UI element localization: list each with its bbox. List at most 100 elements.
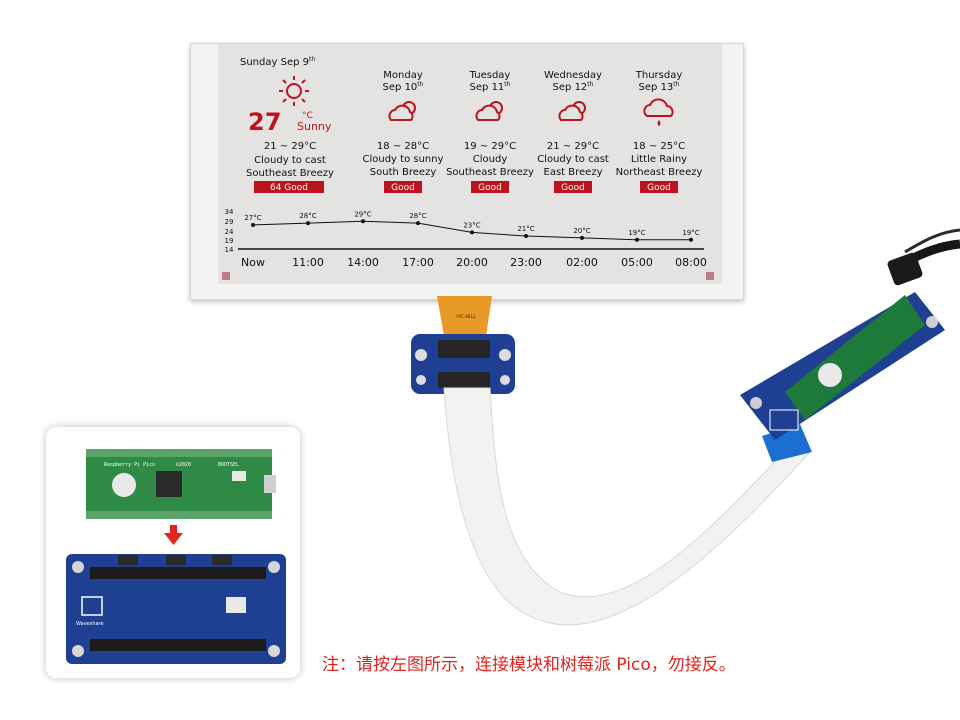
usb-cable [904,228,960,254]
temperature-point [251,222,255,227]
time-label: 05:00 [621,256,653,269]
forecast-air-badge [384,181,422,193]
forecast-air-badge [471,181,509,193]
forecast-range: 21 ~ 29°C [547,141,599,152]
today-air-label: 64 Good [270,183,308,193]
forecast-day-3: Wednesday Sep 12th 21 ~ 29°C Cloudy to c… [537,70,609,193]
ffc-connector [438,372,490,388]
forecast-date: Sep 10th [383,81,424,93]
forecast-desc: Cloudy to sunny [362,154,443,165]
epaper-screen: Sunday Sep 9th 27 °C Sunny 21 ~ 29°C Clo… [218,44,722,284]
forecast-air-label: Good [478,183,502,193]
fpc-label: FPC-8612 [456,314,476,319]
today-unit: °C [302,111,313,121]
forecast-day-2: Tuesday Sep 11th 19 ~ 29°C Cloudy Southe… [446,70,534,193]
micro-usb-port [264,475,276,493]
corner-mark [706,272,714,280]
fpc-connector [438,340,490,358]
time-label: Now [241,256,265,269]
today-temperature: 27 [248,108,281,136]
usb-plug [887,252,923,286]
time-label: 02:00 [566,256,598,269]
forecast-air-badge [640,181,678,193]
time-label: 17:00 [402,256,434,269]
forecast-day-4: Thursday Sep 13th 18 ~ 25°C Little Rainy… [616,70,703,193]
raspberry-pi-pico [785,295,925,420]
temperature-point [635,237,639,242]
arrow-down-icon [164,525,183,545]
forecast-day-1: Monday Sep 10th 18 ~ 28°C Cloudy to sunn… [362,70,444,193]
temperature-point-label: 28°C [299,212,316,220]
temperature-point [306,221,310,226]
forecast-wind: East Breezy [544,167,603,178]
forecast-air-badge [554,181,592,193]
forecast-range: 18 ~ 25°C [633,141,685,152]
y-tick: 34 [225,208,234,216]
today-range: 21 ~ 29°C [264,141,316,152]
temperature-point-label: 21°C [517,225,534,233]
forecast-desc: Little Rainy [631,154,687,165]
time-label: 20:00 [456,256,488,269]
today-date: Sunday Sep 9th [240,56,315,68]
temperature-point-label: 20°C [573,227,590,235]
forecast-range: 19 ~ 29°C [464,141,516,152]
forecast-range: 18 ~ 28°C [377,141,429,152]
time-label: 08:00 [675,256,707,269]
temperature-point [689,237,693,242]
forecast-day-name: Thursday [635,70,683,81]
temperature-point-label: 23°C [463,221,480,229]
raspberry-logo-icon [818,363,842,387]
forecast-air-label: Good [391,183,415,193]
weather-screen-svg: Sunday Sep 9th 27 °C Sunny 21 ~ 29°C Clo… [222,56,714,280]
temperature-point-label: 27°C [244,214,261,222]
pico-driver-hat-board: Waveshare [66,554,286,664]
temperature-point-label: 19°C [682,229,699,237]
partly-cloudy-icon [475,101,503,121]
time-label: 11:00 [292,256,324,269]
rain-cloud-icon [643,98,674,126]
forecast-wind: South Breezy [370,167,437,178]
time-label: 23:00 [510,256,542,269]
forecast-desc: Cloudy to cast [537,154,609,165]
fpc-joint [431,286,495,296]
pico-year: ©2020 [176,462,191,468]
pin-header [90,639,266,651]
forecast-day-name: Wednesday [544,70,602,81]
waveshare-logo-icon [769,409,799,431]
temperature-point-label: 29°C [354,210,371,218]
bootsel-label: BOOTSEL [218,462,239,468]
waveshare-logo-icon [81,596,103,616]
forecast-wind: Southeast Breezy [446,167,534,178]
y-tick: 14 [225,246,234,254]
time-labels: Now 11:00 14:00 17:00 20:00 23:00 02:00 … [241,256,707,269]
raspberry-pi-pico-board: Raspberry Pi Pico ©2020 BOOTSEL [86,449,276,519]
temperature-point [470,230,474,235]
forecast-air-label: Good [647,183,671,193]
temperature-point [524,234,528,239]
forecast-day-name: Tuesday [469,70,511,81]
temperature-point [416,221,420,226]
ffc-ribbon [443,387,811,626]
y-tick: 24 [225,228,234,236]
today-wind: Southeast Breezy [246,168,334,179]
forecast-date: Sep 13th [639,81,680,93]
bootsel-button [232,471,246,481]
time-label: 14:00 [347,256,379,269]
forecast-wind: Northeast Breezy [616,167,703,178]
corner-mark [222,272,230,280]
today-air-badge [254,181,324,193]
brand-label: Waveshare [76,621,104,627]
adapter-board [411,334,515,394]
temperature-point [361,219,365,224]
partly-cloudy-icon [558,101,586,121]
pico-hat [740,292,945,440]
pico-label: Raspberry Pi Pico [104,462,155,468]
sun-icon [279,76,309,106]
rp2040-chip [156,471,182,497]
forecast-date: Sep 11th [470,81,511,93]
temperature-point [580,235,584,240]
raspberry-logo-icon [112,473,136,497]
pin-header [90,567,266,579]
